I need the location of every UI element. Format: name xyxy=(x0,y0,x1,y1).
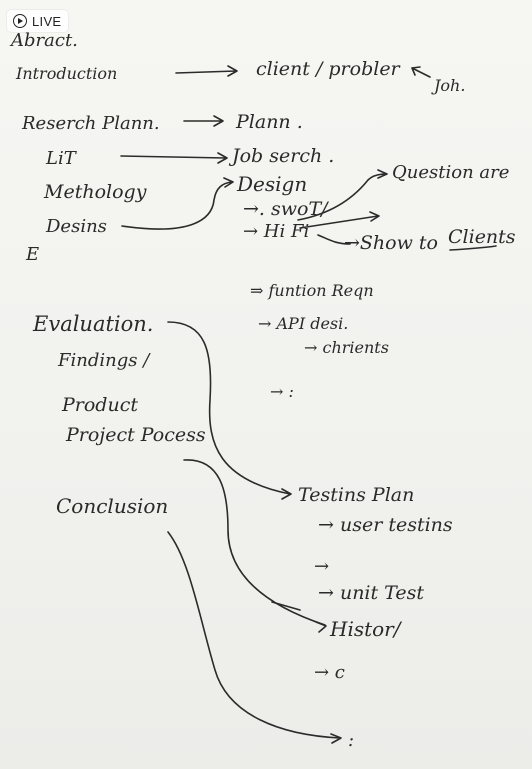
arrow-blank-text: → xyxy=(314,556,330,577)
lit-text: LiT xyxy=(46,148,76,169)
cross-stroke xyxy=(271,601,301,611)
arrow-conclusion-to-end xyxy=(167,531,342,744)
methology-text: Methology xyxy=(44,181,147,203)
plann-text: Plann . xyxy=(236,111,303,133)
arrow-intro-to-client xyxy=(175,65,238,77)
introduction-text: Introduction xyxy=(16,64,118,83)
evaluation-text: Evaluation. xyxy=(33,312,154,336)
swot-text: →. swoT/ xyxy=(243,198,328,220)
clients-2-text: → chrients xyxy=(304,338,389,357)
function-requirements-text: ⇒ funtion Reqn xyxy=(250,281,374,300)
project-process-text: Project Pocess xyxy=(66,424,206,446)
joh-text: Joh. xyxy=(434,76,466,95)
end-dot-text: : xyxy=(348,730,355,751)
arrow-lit-to-job xyxy=(120,152,228,164)
arrow-to-joh xyxy=(411,66,431,78)
job-search-text: Job serch . xyxy=(232,145,335,167)
arrow-desins-to-design xyxy=(121,177,234,230)
arrow-c-text: → c xyxy=(314,662,345,683)
live-label: LIVE xyxy=(32,13,62,29)
arrow-hifi-right xyxy=(299,211,380,229)
unit-test-text: → unit Test xyxy=(318,582,425,604)
live-photo-badge[interactable]: LIVE xyxy=(7,10,69,32)
questionare-text: Question are xyxy=(392,162,510,183)
abstract-text: Abract. xyxy=(11,30,78,51)
arrow-research-to-plann xyxy=(183,115,224,127)
history-text: Histor/ xyxy=(330,617,401,641)
hifi-text: → Hi Fi xyxy=(243,221,310,242)
e-mark-text: E xyxy=(26,244,40,265)
arrow-colon-text: → : xyxy=(270,382,294,401)
arrow-hifi-show xyxy=(317,234,351,245)
show-to-text: →Show to xyxy=(344,232,438,254)
client-problem-text: client / probler xyxy=(256,58,400,80)
user-testing-text: → user testins xyxy=(318,514,453,536)
arrow-process-to-history xyxy=(183,459,327,633)
product-text: Product xyxy=(62,394,138,416)
play-circle-icon xyxy=(13,14,27,28)
design-text: Design xyxy=(237,172,308,196)
findings-text: Findings / xyxy=(58,350,150,371)
research-planning-text: Reserch Plann. xyxy=(22,113,160,134)
clients-underline xyxy=(449,245,497,251)
conclusion-text: Conclusion xyxy=(56,494,169,518)
arrow-evaluation-to-testing xyxy=(167,321,292,500)
api-design-text: → API desi. xyxy=(258,314,349,333)
clients-underlined-text: Clients xyxy=(448,226,516,248)
testing-plan-text: Testins Plan xyxy=(298,484,415,506)
arrow-design-to-question xyxy=(297,169,388,221)
desins-text: Desins xyxy=(46,216,107,237)
